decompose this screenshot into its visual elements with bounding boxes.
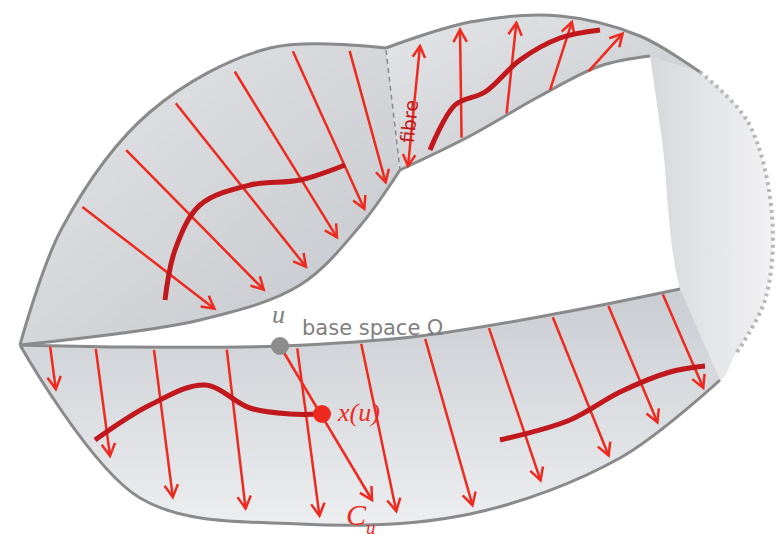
fibre-name-label: C <box>346 500 366 530</box>
fibre-arrow <box>550 22 572 90</box>
base-point-label: u <box>272 302 285 328</box>
fibre-arrow <box>154 350 173 497</box>
arrow-head <box>353 195 365 209</box>
arrow-head <box>463 492 476 506</box>
arrow-head <box>250 276 263 289</box>
fibre-arrow <box>293 51 364 209</box>
arrow-head <box>453 30 466 42</box>
base-point <box>271 337 289 355</box>
section-curve <box>430 30 600 150</box>
arrow-head <box>598 442 610 456</box>
arrow-head <box>325 223 337 237</box>
fibre-arrow <box>350 51 386 183</box>
fibre-arrow <box>227 350 246 509</box>
arrow-head <box>47 376 60 389</box>
arrow-head <box>165 484 178 497</box>
fibre-arrow <box>553 317 609 455</box>
strip-band <box>20 44 400 345</box>
fibre-cut <box>386 50 400 170</box>
fibre-arrow <box>126 150 264 289</box>
section-curve <box>500 366 705 440</box>
arrow-head <box>102 443 115 456</box>
strip-edge <box>400 56 650 170</box>
fibre-label: fibre <box>398 99 421 144</box>
strip-edge <box>20 345 720 525</box>
arrow-head <box>609 34 622 48</box>
arrow-head <box>692 374 704 388</box>
fibre-arrow <box>489 328 541 480</box>
arrow-head <box>237 496 250 509</box>
arrow-head <box>403 154 415 166</box>
arrow-head <box>201 296 215 309</box>
section-point-label: x(u) <box>338 400 380 426</box>
fibre-arrow <box>235 71 337 237</box>
fibre-arrow <box>297 348 319 515</box>
strip-band <box>386 15 700 170</box>
section-curve <box>165 165 345 300</box>
section-point <box>313 405 331 423</box>
arrow-head <box>387 498 400 511</box>
arrow-head <box>360 486 372 500</box>
fibre-arrow <box>425 339 472 505</box>
arrow-head <box>508 23 521 36</box>
arrow-head <box>646 408 658 422</box>
arrow-head <box>530 467 543 481</box>
fibre-arrow <box>589 34 623 72</box>
arrow-head <box>311 503 324 516</box>
hidden-edge <box>700 72 773 355</box>
fibre-arrow <box>608 306 657 422</box>
section-curve <box>95 385 322 440</box>
fibre-arrow <box>82 207 214 309</box>
arrow-head <box>376 169 389 183</box>
arrow-head <box>413 46 425 58</box>
arrow-head <box>293 253 306 267</box>
fibre-arrow <box>460 30 462 138</box>
base-space-label: base space Ω <box>302 318 443 339</box>
fibre-name-subscript: u <box>366 518 376 537</box>
fibre-arrow <box>361 344 396 511</box>
strip-edge <box>20 44 386 345</box>
